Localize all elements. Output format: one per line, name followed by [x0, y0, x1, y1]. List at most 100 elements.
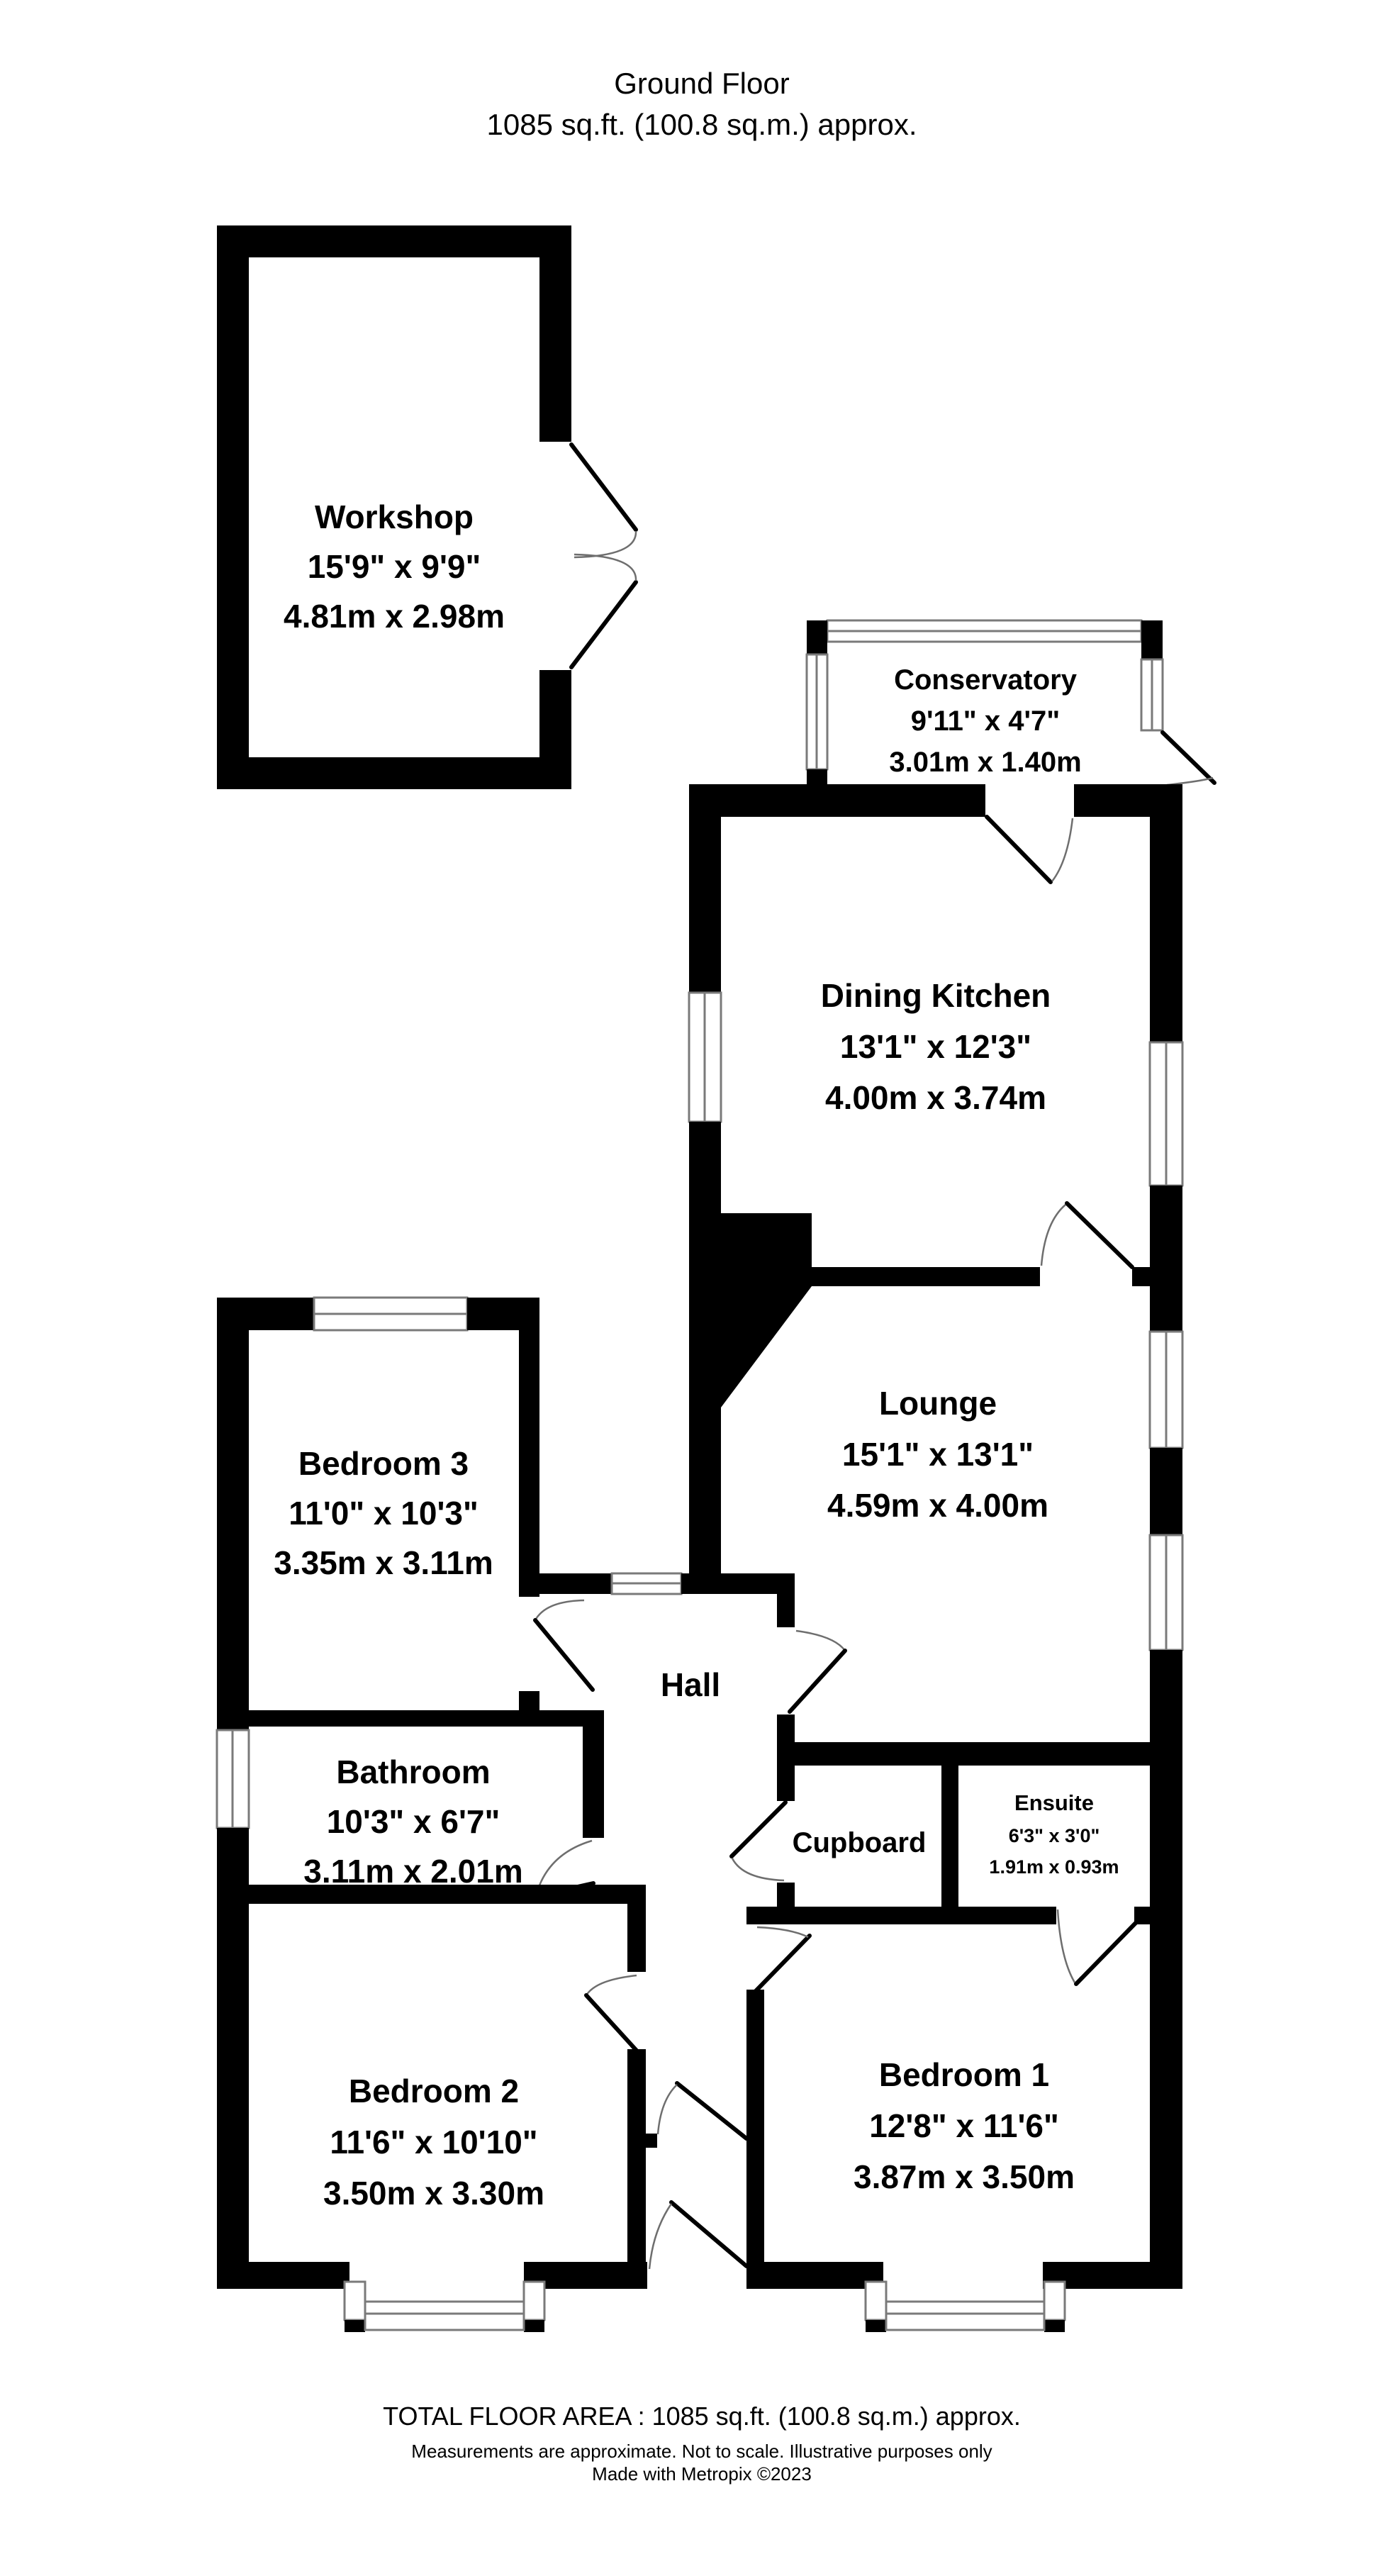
door-arc: [756, 1926, 809, 1939]
door-leaf: [788, 1649, 847, 1714]
wall-segment: [1132, 1267, 1150, 1286]
room-bedroom-1: Bedroom 1 12'8" x 11'6" 3.87m x 3.50m: [746, 1926, 1075, 2262]
wall-segment: [746, 2262, 883, 2289]
wall-segment: [217, 757, 571, 789]
room-label: Dining Kitchen: [821, 977, 1051, 1014]
room-ensuite: Ensuite 6'3" x 3'0" 1.91m x 0.93m: [746, 1766, 1150, 1986]
room-label: Bedroom 3: [298, 1445, 469, 1482]
bay-jamb: [343, 2280, 367, 2321]
wall-segment: [941, 1766, 958, 1907]
room-label: Bathroom: [336, 1753, 490, 1790]
door-leaf: [533, 1618, 595, 1692]
room-dimensions-imperial: 13'1" x 12'3": [840, 1028, 1031, 1065]
room-dimensions-imperial: 9'11" x 4'7": [911, 706, 1060, 737]
room-dimensions-imperial: 10'3" x 6'7": [327, 1803, 500, 1840]
wall-segment: [1141, 620, 1163, 659]
room-dimensions-metric: 3.01m x 1.40m: [889, 747, 1081, 778]
wall-segment: [467, 1298, 539, 1330]
wall-segment: [519, 1691, 539, 1710]
door-arc: [656, 2084, 678, 2135]
room-label: Hall: [661, 1666, 720, 1703]
wall-segment: [777, 1883, 795, 1907]
hall-north-wall: [519, 1572, 795, 1595]
room-bedroom-2: Bedroom 2 11'6" x 10'10" 3.50m x 3.30m: [323, 1904, 646, 2262]
room-label: Bedroom 2: [349, 2073, 519, 2109]
room-dimensions-metric: 3.50m x 3.30m: [323, 2175, 544, 2212]
wall-segment: [217, 2262, 349, 2289]
door-arc: [1040, 1204, 1066, 1266]
door-leaf: [669, 2200, 749, 2268]
stair-wedge: [721, 1286, 812, 1407]
room-dimensions-imperial: 11'0" x 10'3": [289, 1495, 479, 1532]
wall-segment: [1150, 1186, 1182, 1332]
door-leaf: [985, 815, 1053, 884]
room-label: Ensuite: [1014, 1790, 1094, 1815]
title-line2: 1085 sq.ft. (100.8 sq.m.) approx.: [487, 108, 917, 141]
door-arc: [795, 1629, 846, 1651]
west-exterior-wall: [216, 1330, 250, 2262]
bay-window-bedroom-2: [343, 2280, 546, 2332]
wall-segment: [217, 225, 571, 257]
wall-segment: [1074, 784, 1163, 817]
wall-segment: [1043, 2262, 1182, 2289]
room-dimensions-metric: 3.87m x 3.50m: [854, 2158, 1075, 2195]
window: [885, 2300, 1046, 2331]
door-leaf: [569, 442, 638, 532]
room-bathroom: Bathroom 10'3" x 6'7" 3.11m x 2.01m: [217, 1710, 646, 1904]
door-leaf: [584, 1993, 639, 2053]
bay-jamb: [864, 2280, 888, 2321]
wall-segment: [807, 769, 827, 787]
wall-segment: [746, 1990, 764, 2262]
bay-jamb: [1043, 2280, 1066, 2321]
plan-title: Ground Floor 1085 sq.ft. (100.8 sq.m.) a…: [487, 67, 917, 141]
wall-segment: [519, 1330, 539, 1597]
door-leaf: [675, 2081, 749, 2141]
wall-segment: [1150, 1448, 1182, 1535]
room-dimensions-metric: 4.81m x 2.98m: [284, 598, 505, 635]
wall-segment: [217, 1330, 249, 1730]
wall-segment: [689, 1122, 721, 1594]
room-label: Lounge: [879, 1385, 997, 1422]
wall-segment: [777, 1766, 795, 1801]
wall-segment: [1150, 1650, 1182, 2289]
bay-foot: [866, 2320, 886, 2332]
room-dimensions-imperial: 11'6" x 10'10": [330, 2124, 537, 2160]
wall-segment: [539, 670, 571, 757]
chimney-breast: [721, 1213, 812, 1267]
footer-disclaimer: Measurements are approximate. Not to sca…: [411, 2441, 992, 2462]
window: [364, 2300, 525, 2331]
door-leaf: [1065, 1201, 1134, 1269]
bay-foot: [524, 2320, 544, 2332]
wall-segment: [583, 1727, 604, 1838]
wall-segment: [777, 1742, 1150, 1766]
door-leaf: [1074, 1921, 1138, 1986]
wall-segment: [1134, 1907, 1150, 1924]
wall-segment: [777, 1594, 795, 1627]
wall-segment: [627, 2049, 646, 2262]
room-cupboard: Cupboard: [729, 1766, 926, 1907]
room-lounge: Lounge 15'1" x 13'1" 4.59m x 4.00m: [777, 1385, 1150, 1766]
bay-jamb: [522, 2280, 546, 2321]
kitchen-lounge-divider: [721, 1201, 1150, 1407]
door-arc: [574, 553, 637, 581]
footer-credit: Made with Metropix ©2023: [592, 2463, 812, 2485]
title-line1: Ground Floor: [614, 67, 789, 100]
plan-footer: TOTAL FLOOR AREA : 1085 sq.ft. (100.8 sq…: [383, 2402, 1021, 2485]
room-dimensions-imperial: 12'8" x 11'6": [869, 2107, 1059, 2144]
door-leaf: [1160, 730, 1216, 785]
door-leaf: [729, 1800, 788, 1858]
wall-segment: [807, 620, 827, 654]
room-dimensions-imperial: 15'9" x 9'9": [308, 548, 481, 585]
room-bedroom-3: Bedroom 3 11'0" x 10'3" 3.35m x 3.11m: [217, 1296, 595, 1710]
door-arc: [1051, 818, 1074, 882]
front-exterior-wall: [217, 2262, 1182, 2332]
wall-segment: [681, 1573, 795, 1594]
room-dimensions-metric: 4.00m x 3.74m: [825, 1079, 1046, 1116]
east-exterior-wall: [1148, 784, 1184, 2289]
wall-segment: [539, 257, 571, 442]
room-dimensions-metric: 1.91m x 0.93m: [989, 1856, 1119, 1878]
bay-window-bedroom-1: [864, 2280, 1066, 2332]
bay-foot: [1044, 2320, 1065, 2332]
wall-segment: [217, 257, 249, 789]
